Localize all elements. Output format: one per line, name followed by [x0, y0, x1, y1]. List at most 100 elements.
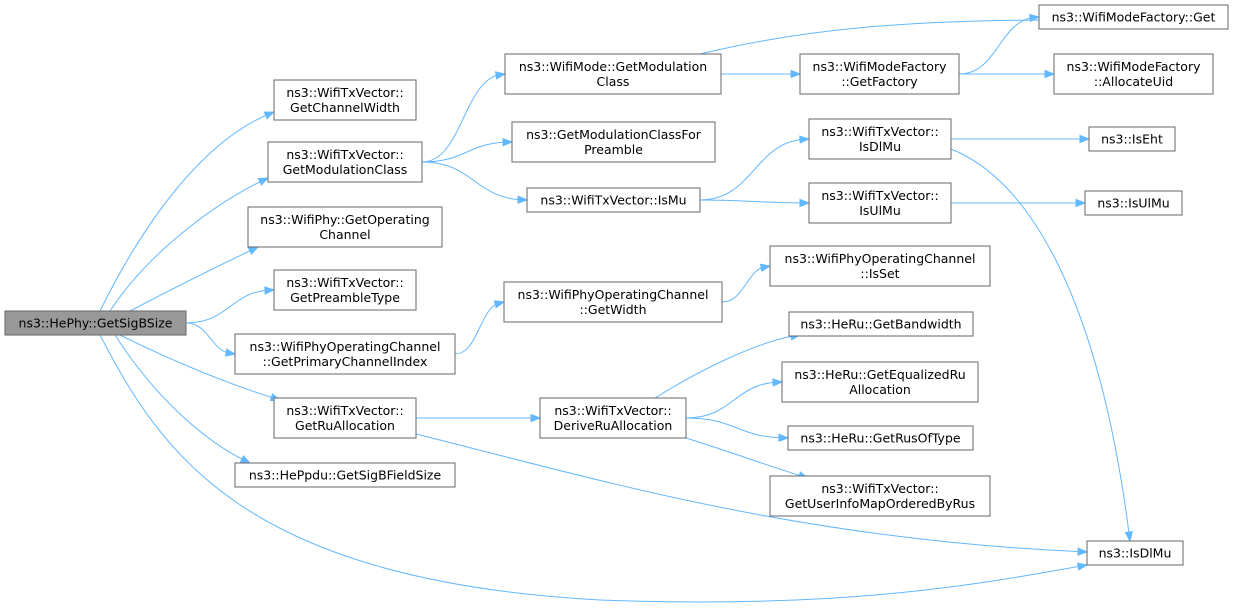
node-label: ns3::WifiTxVector::	[554, 403, 671, 418]
node-label: ns3::GetModulationClassFor	[526, 127, 702, 142]
node-label: ns3::WifiPhyOperatingChannel	[250, 339, 441, 354]
node-chanwidth[interactable]: ns3::WifiTxVector::GetChannelWidth	[273, 79, 417, 121]
node-modclass[interactable]: ns3::WifiTxVector::GetModulationClass	[267, 141, 423, 183]
arrowhead	[517, 195, 529, 204]
node-box	[808, 118, 952, 160]
arrowhead	[247, 246, 260, 255]
edge-getfactory-to-factoryget	[958, 13, 1041, 75]
node-box	[1088, 126, 1176, 152]
edge-root-to-primidx	[185, 322, 237, 357]
node-box	[787, 425, 974, 451]
arrowhead	[772, 378, 784, 387]
node-isset[interactable]: ns3::WifiPhyOperatingChannel::IsSet	[769, 245, 991, 287]
arrowhead	[263, 111, 276, 120]
node-box	[1053, 53, 1214, 95]
node-preamble[interactable]: ns3::WifiTxVector::GetPreambleType	[273, 269, 417, 311]
node-label: ns3::HeRu::GetBandwidth	[800, 317, 961, 332]
edge-modclass-to-modemodclass	[421, 71, 507, 163]
node-root: ns3::HePhy::GetSigBSize	[4, 310, 187, 336]
node-box	[808, 182, 952, 224]
node-box	[4, 310, 187, 336]
node-isulmu-tx[interactable]: ns3::WifiTxVector::IsUlMu	[808, 182, 952, 224]
edge-line	[421, 141, 513, 163]
edge-line	[699, 19, 1061, 55]
node-box	[788, 311, 974, 337]
node-modemodclass[interactable]: ns3::WifiMode::GetModulationClass	[504, 53, 722, 95]
node-label: GetPreambleType	[290, 290, 400, 305]
node-box	[273, 397, 417, 439]
edge-getfactory-to-allocuid	[959, 69, 1056, 79]
arrowhead	[790, 69, 802, 79]
arrowhead	[778, 433, 790, 443]
node-label: DeriveRuAllocation	[554, 418, 673, 433]
node-label: Allocation	[849, 382, 911, 397]
edge-ruallocation-to-derive	[416, 413, 542, 423]
node-box	[511, 121, 716, 163]
node-getfactory[interactable]: ns3::WifiModeFactory::GetFactory	[799, 53, 960, 95]
node-box	[234, 462, 456, 488]
edge-isulmu-tx-to-isulmu	[951, 198, 1087, 208]
node-ruallocation[interactable]: ns3::WifiTxVector::GetRuAllocation	[273, 397, 417, 439]
arrowhead	[1077, 547, 1089, 556]
node-isulmu[interactable]: ns3::IsUlMu	[1084, 190, 1183, 216]
node-primidx[interactable]: ns3::WifiPhyOperatingChannel::GetPrimary…	[234, 333, 456, 375]
node-isdlmu[interactable]: ns3::IsDlMu	[1086, 540, 1184, 566]
node-ismu[interactable]: ns3::WifiTxVector::IsMu	[526, 187, 701, 213]
node-rusoftype[interactable]: ns3::HeRu::GetRusOfType	[787, 425, 974, 451]
node-getwidth[interactable]: ns3::WifiPhyOperatingChannel::GetWidth	[503, 281, 723, 323]
call-nodes: ns3::HePhy::GetSigBSizens3::WifiTxVector…	[4, 4, 1229, 566]
arrowhead	[264, 286, 276, 295]
edge-derive-to-equalized	[685, 378, 784, 419]
node-label: ns3::WifiTxVector::	[286, 85, 403, 100]
node-label: ns3::HeRu::GetRusOfType	[800, 431, 960, 446]
node-label: ns3::WifiTxVector::	[286, 403, 403, 418]
arrowhead	[759, 263, 772, 272]
edge-line	[129, 246, 259, 312]
arrowhead	[1044, 69, 1056, 79]
edge-line	[685, 417, 789, 439]
edge-line	[958, 16, 1040, 75]
node-box	[1084, 190, 1183, 216]
edge-root-to-chanwidth	[99, 111, 276, 312]
node-label: ns3::WifiPhyOperatingChannel	[785, 251, 976, 266]
node-allocuid[interactable]: ns3::WifiModeFactory::AllocateUid	[1053, 53, 1214, 95]
edge-derive-to-rusoftype	[685, 417, 790, 443]
node-label: ns3::WifiTxVector::IsMu	[540, 193, 686, 208]
edge-root-to-modclass	[109, 177, 270, 312]
node-txisdlmu[interactable]: ns3::WifiTxVector::IsDlMu	[808, 118, 952, 160]
node-box	[799, 53, 960, 95]
node-derive[interactable]: ns3::WifiTxVector::DeriveRuAllocation	[539, 397, 687, 439]
node-label: ns3::IsUlMu	[1097, 196, 1169, 211]
node-label: ::IsSet	[860, 266, 899, 281]
node-label: ns3::WifiPhyOperatingChannel	[518, 287, 709, 302]
node-bandwidth[interactable]: ns3::HeRu::GetBandwidth	[788, 311, 974, 337]
node-box	[526, 187, 701, 213]
node-box	[273, 79, 417, 121]
node-iseht[interactable]: ns3::IsEht	[1088, 126, 1176, 152]
node-label: ns3::WifiPhy::GetOperating	[260, 212, 429, 227]
node-box	[769, 475, 991, 517]
node-label: ns3::WifiTxVector::	[821, 481, 938, 496]
edge-ruallocation-to-isdlmu	[415, 433, 1089, 556]
node-box	[504, 53, 722, 95]
edge-line	[109, 177, 269, 312]
edge-line	[185, 289, 275, 324]
arrowhead	[1076, 562, 1089, 571]
node-sigbfield[interactable]: ns3::HePpdu::GetSigBFieldSize	[234, 462, 456, 488]
arrowhead	[1079, 134, 1091, 144]
node-label: Preamble	[584, 142, 643, 157]
node-userinfo[interactable]: ns3::WifiTxVector::GetUserInfoMapOrdered…	[769, 475, 991, 517]
edge-line	[119, 334, 281, 401]
edge-root-to-isdlmu	[99, 334, 1089, 603]
node-label: ::GetPrimaryChannelIndex	[263, 354, 428, 369]
node-label: ns3::HePpdu::GetSigBFieldSize	[249, 468, 442, 483]
node-label: ns3::WifiTxVector::	[286, 147, 403, 162]
node-label: ::GetFactory	[841, 74, 918, 89]
node-label: GetUserInfoMapOrderedByRus	[785, 496, 975, 511]
node-factoryget[interactable]: ns3::WifiModeFactory::Get	[1038, 4, 1229, 30]
edge-line	[99, 334, 1088, 603]
